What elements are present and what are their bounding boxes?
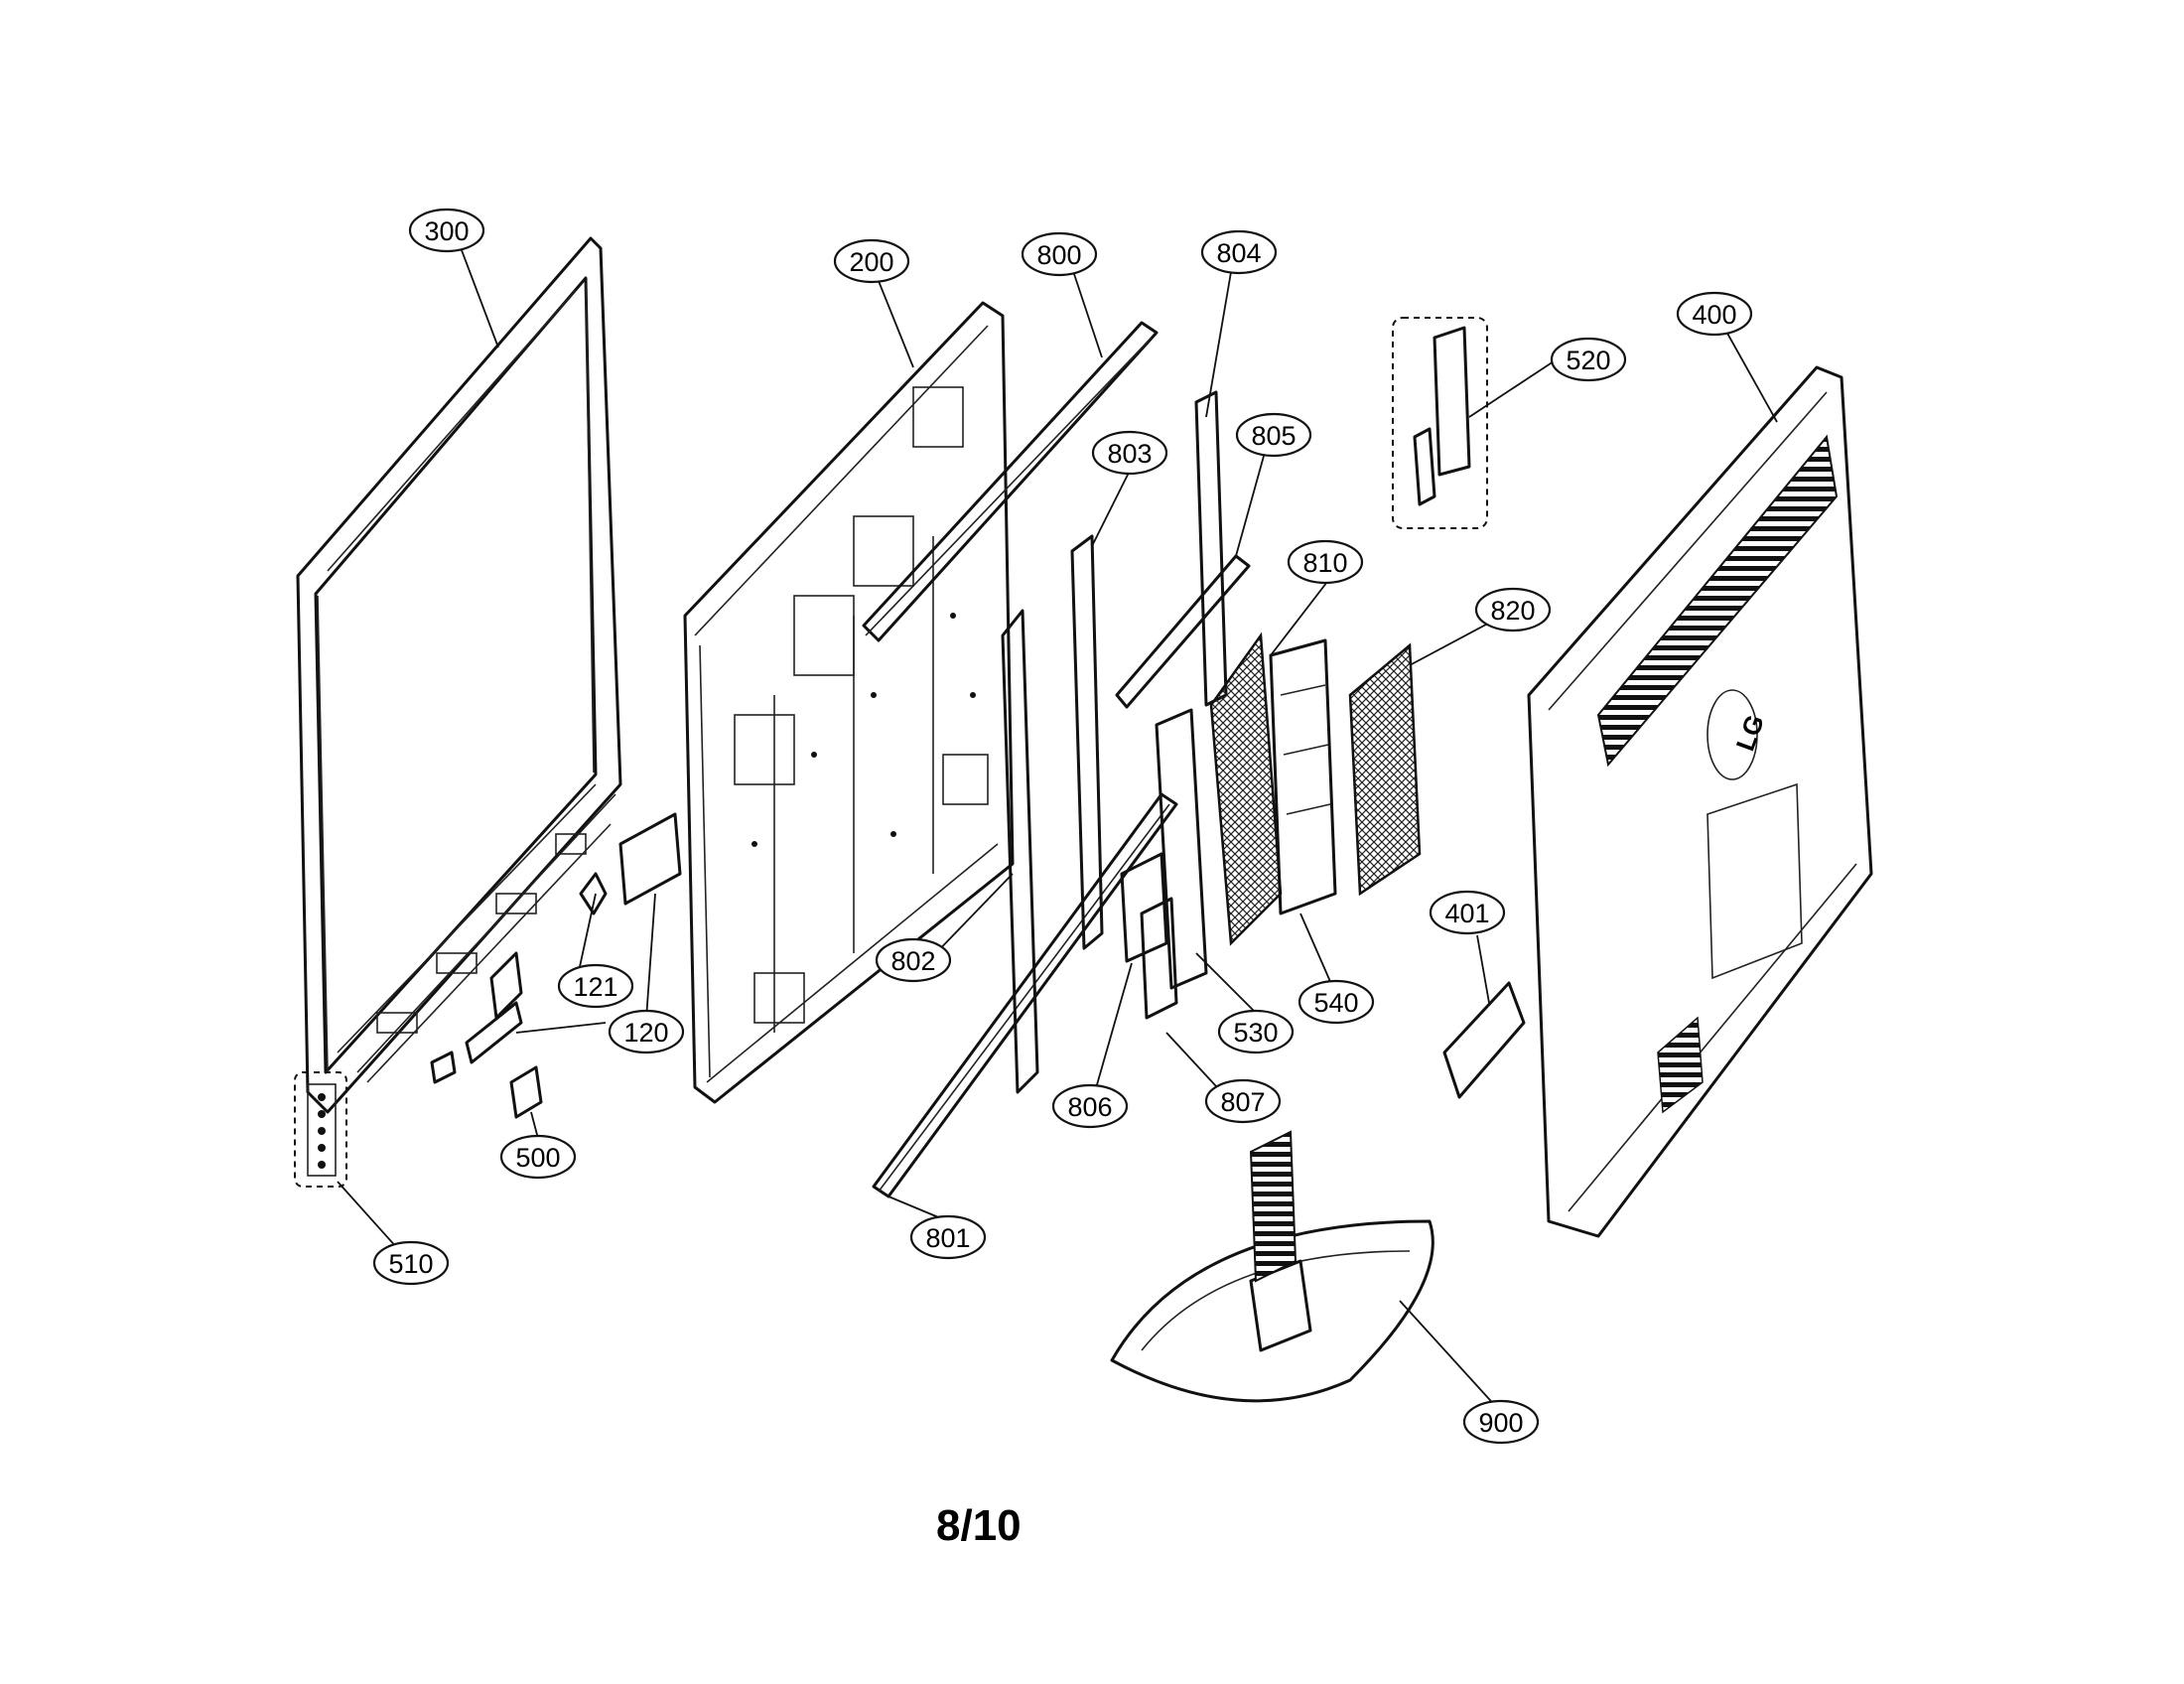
side-control-part-510 bbox=[294, 1071, 347, 1188]
svg-text:500: 500 bbox=[515, 1143, 560, 1173]
callout-805: 805 bbox=[1235, 412, 1312, 458]
main-board-part-810 bbox=[1209, 632, 1283, 946]
page-number: 8/10 bbox=[936, 1501, 1022, 1550]
svg-text:300: 300 bbox=[424, 216, 469, 246]
bracket-part-401 bbox=[1442, 981, 1526, 1099]
power-board-part-530 bbox=[1155, 708, 1208, 990]
svg-text:120: 120 bbox=[623, 1018, 668, 1048]
callout-520: 520 bbox=[1550, 337, 1627, 382]
svg-text:510: 510 bbox=[388, 1249, 433, 1279]
rail-part-800 bbox=[862, 321, 1159, 642]
lg-logo bbox=[1706, 689, 1758, 780]
bracket-part-804 bbox=[1194, 390, 1228, 707]
svg-text:800: 800 bbox=[1036, 240, 1081, 270]
callout-120: 120 bbox=[608, 1009, 685, 1054]
shield-part-820 bbox=[1348, 642, 1422, 897]
svg-text:401: 401 bbox=[1444, 899, 1489, 928]
callout-401: 401 bbox=[1429, 890, 1506, 935]
svg-text:810: 810 bbox=[1302, 548, 1347, 578]
bracket-part-803 bbox=[1070, 534, 1104, 950]
callout-802: 802 bbox=[875, 937, 952, 983]
callout-820: 820 bbox=[1474, 587, 1552, 632]
terminal-part-520 bbox=[1392, 317, 1488, 529]
bracket-parts-120-121-500 bbox=[430, 812, 682, 1119]
svg-text:801: 801 bbox=[925, 1223, 970, 1253]
stand-part-900 bbox=[1110, 1130, 1434, 1403]
svg-text:900: 900 bbox=[1478, 1408, 1523, 1438]
svg-text:806: 806 bbox=[1067, 1092, 1112, 1122]
svg-text:530: 530 bbox=[1233, 1018, 1278, 1048]
callout-510: 510 bbox=[372, 1240, 450, 1286]
svg-text:804: 804 bbox=[1216, 238, 1261, 268]
bracket-part-805 bbox=[1115, 554, 1251, 709]
back-cover-part-400 bbox=[1527, 365, 1873, 1238]
callout-200: 200 bbox=[833, 238, 910, 284]
callout-500: 500 bbox=[499, 1134, 577, 1180]
bracket-parts-806-807 bbox=[1120, 852, 1178, 1020]
callout-801: 801 bbox=[909, 1214, 987, 1260]
callout-530: 530 bbox=[1217, 1009, 1295, 1054]
svg-text:820: 820 bbox=[1490, 596, 1535, 626]
svg-text:540: 540 bbox=[1313, 988, 1358, 1018]
callout-806: 806 bbox=[1051, 1083, 1129, 1129]
svg-text:121: 121 bbox=[573, 972, 617, 1002]
callout-540: 540 bbox=[1297, 979, 1375, 1025]
svg-text:805: 805 bbox=[1251, 421, 1296, 451]
leader-lines bbox=[337, 249, 1778, 1411]
callout-400: 400 bbox=[1676, 291, 1753, 337]
board-part-540 bbox=[1269, 638, 1337, 915]
svg-text:802: 802 bbox=[890, 946, 935, 976]
svg-text:400: 400 bbox=[1692, 300, 1736, 330]
callout-803: 803 bbox=[1091, 430, 1168, 476]
callout-300: 300 bbox=[408, 208, 485, 253]
callout-810: 810 bbox=[1287, 539, 1364, 585]
callout-900: 900 bbox=[1462, 1399, 1540, 1445]
svg-text:807: 807 bbox=[1220, 1087, 1265, 1117]
lg-logo-text: LG bbox=[1730, 711, 1771, 755]
svg-text:200: 200 bbox=[849, 247, 893, 277]
lcd-panel-part-200 bbox=[683, 301, 1015, 1104]
callout-121: 121 bbox=[557, 963, 634, 1009]
rail-part-801 bbox=[872, 792, 1178, 1198]
callout-804: 804 bbox=[1200, 229, 1278, 275]
callout-807: 807 bbox=[1204, 1078, 1282, 1124]
svg-text:803: 803 bbox=[1107, 439, 1152, 469]
callout-800: 800 bbox=[1021, 231, 1098, 277]
svg-text:520: 520 bbox=[1566, 346, 1610, 375]
bracket-part-802 bbox=[1001, 609, 1039, 1094]
